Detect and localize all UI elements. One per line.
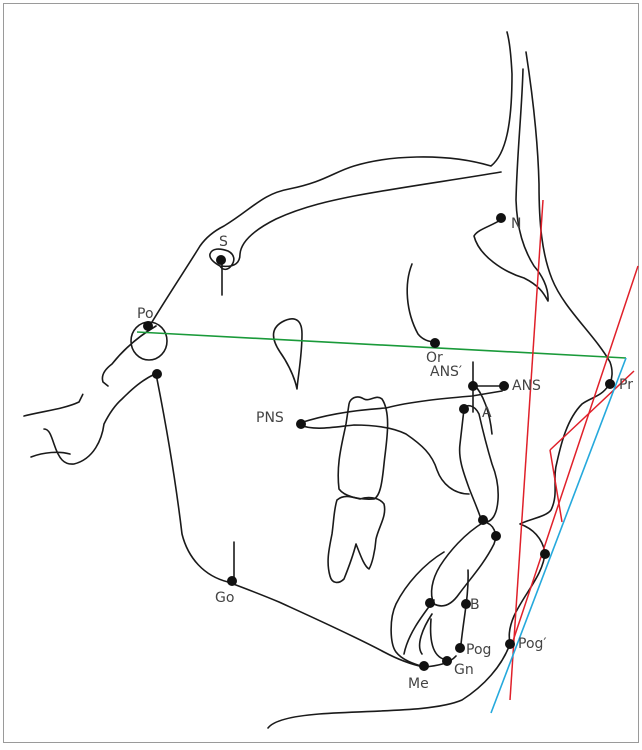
red-vertical-line [509, 199, 544, 701]
chin-outline [390, 551, 457, 668]
occipital-lower-outline [30, 451, 71, 458]
red-e-line [549, 370, 635, 451]
cranial-base-outline [151, 31, 513, 323]
label-pns: PNS [256, 410, 284, 426]
lower-incisor-outline [430, 521, 497, 607]
dot-or [430, 338, 440, 348]
ear-rod-outline [101, 325, 157, 387]
label-go: Go [215, 590, 234, 606]
dot-n [496, 213, 506, 223]
lower-molar-outline [327, 495, 386, 584]
red-s-line [549, 449, 563, 523]
label-me: Me [408, 676, 429, 692]
label-ans: ANS [512, 378, 541, 394]
label-a: A [482, 405, 492, 421]
dot-go [227, 576, 237, 586]
dot-me [419, 661, 429, 671]
label-po: Po [137, 306, 154, 322]
dot-a [459, 404, 469, 414]
label-s: S [219, 234, 228, 250]
upper-molar-outline [337, 396, 389, 500]
dot-pog-prime [505, 639, 515, 649]
soft-tissue-profile [267, 51, 613, 729]
red-profile-line [511, 265, 639, 645]
dot-b-left [425, 598, 435, 608]
blue-aesthetic-line [490, 357, 627, 714]
upper-incisor-outline [458, 404, 499, 524]
dot-gn [442, 656, 452, 666]
label-pr: Pr [619, 377, 633, 393]
frankfort-horizontal-line [136, 331, 627, 359]
occipital-left-outline [23, 393, 84, 417]
mandible-ramus-outline [155, 373, 425, 668]
dot-s [216, 255, 226, 265]
pterygomaxillary-fissure [272, 318, 303, 390]
sella-turcica-outline [209, 171, 502, 271]
dot-po [143, 321, 153, 331]
label-pog-prime: Pog′ [518, 636, 547, 652]
label-pog: Pog [466, 642, 491, 658]
dot-incisal-lower [491, 531, 501, 541]
label-n: N [511, 216, 521, 232]
label-gn: Gn [454, 662, 474, 678]
dot-pog [455, 643, 465, 653]
label-b: B [470, 597, 480, 613]
cephalometric-tracing: S N Po Or Pr ANS′ ANS PNS A Go B Pog Pog… [23, 31, 639, 729]
dot-lip [540, 549, 550, 559]
dot-ans-prime [468, 381, 478, 391]
dot-b [461, 599, 471, 609]
mastoid-outline [43, 373, 156, 465]
label-or: Or [426, 350, 443, 366]
nasal-bone-outline [473, 68, 549, 302]
dot-mastoid [152, 369, 162, 379]
dot-pns [296, 419, 306, 429]
orbit-outline [406, 263, 437, 343]
dot-incisal-upper [478, 515, 488, 525]
cephalometric-figure: S N Po Or Pr ANS′ ANS PNS A Go B Pog Pog… [3, 3, 639, 743]
dot-pr [605, 379, 615, 389]
label-ans-prime: ANS′ [430, 364, 462, 380]
dot-ans [499, 381, 509, 391]
